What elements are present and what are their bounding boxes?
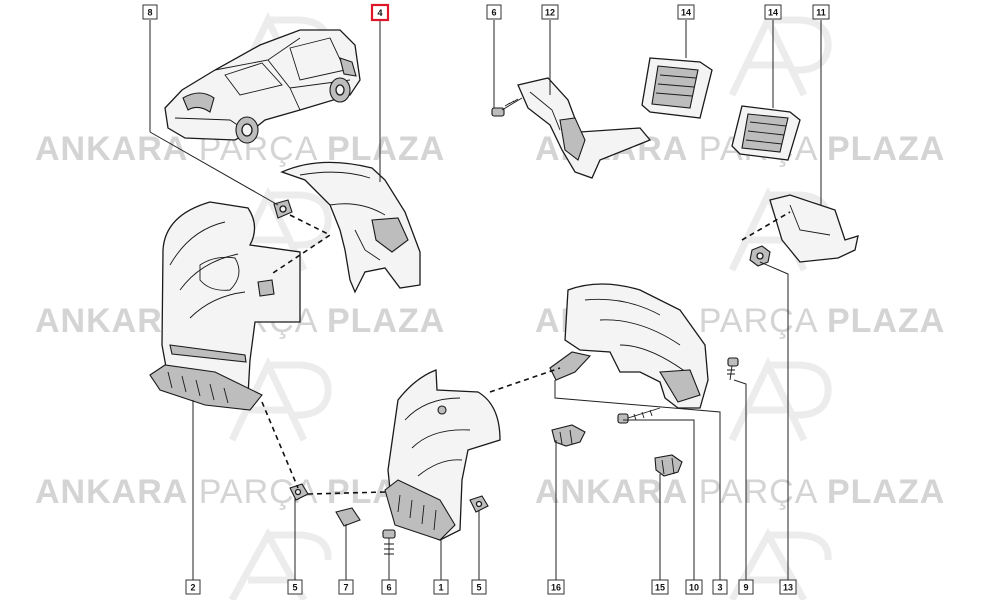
- callout-10: 10: [685, 579, 703, 595]
- part-9-screw: [727, 357, 739, 381]
- svg-text:9: 9: [743, 583, 748, 593]
- part-4-upper-liner: [280, 161, 421, 294]
- part-7-clip: [335, 507, 361, 527]
- part-5-rivet-right: [469, 495, 489, 513]
- watermark-row-1-right: ANKARA PARÇA PLAZA: [535, 130, 945, 168]
- part-3-right-liner: [549, 283, 709, 409]
- svg-text:6: 6: [491, 8, 496, 18]
- svg-text:10: 10: [689, 583, 699, 593]
- car-illustration: [164, 29, 361, 144]
- svg-text:3: 3: [717, 583, 722, 593]
- callout-14-b: 14: [764, 4, 782, 20]
- svg-text:14: 14: [681, 8, 691, 18]
- svg-text:11: 11: [816, 8, 826, 18]
- fasteners: [273, 97, 771, 562]
- callout-2: 2: [185, 579, 201, 595]
- svg-text:16: 16: [551, 583, 561, 593]
- part-13-nut: [749, 245, 771, 267]
- part-6-screw-bottom: [382, 529, 396, 562]
- svg-text:8: 8: [147, 8, 152, 18]
- part-6-screw-top: [491, 97, 523, 117]
- svg-text:12: 12: [545, 8, 555, 18]
- callout-4: 4: [370, 3, 390, 22]
- callout-6-top: 6: [486, 4, 502, 20]
- part-11-small-bracket: [769, 194, 859, 263]
- leader-lines: [149, 20, 822, 580]
- callout-1: 1: [433, 579, 449, 595]
- svg-text:5: 5: [292, 583, 297, 593]
- svg-text:1: 1: [438, 583, 443, 593]
- svg-text:5: 5: [476, 583, 481, 593]
- svg-text:7: 7: [343, 583, 348, 593]
- callout-15: 15: [651, 579, 669, 595]
- svg-text:14: 14: [768, 8, 778, 18]
- part-10-screw: [617, 407, 661, 424]
- watermark-row-1-left: ANKARA PARÇA PLAZA: [35, 130, 445, 168]
- svg-text:6: 6: [386, 583, 391, 593]
- callout-6-bottom: 6: [381, 579, 397, 595]
- part-16-clip: [551, 424, 586, 447]
- part-1-lower-liner: [384, 369, 501, 541]
- callouts: 8 4 6 12 14 14 11 2 5 7 6 1 5 16 15 10 3…: [142, 3, 830, 595]
- callout-12: 12: [541, 4, 559, 20]
- svg-text:15: 15: [655, 583, 665, 593]
- callout-8: 8: [142, 4, 158, 20]
- part-14-grille-a: [641, 57, 713, 119]
- part-5-rivet-left: [289, 483, 309, 501]
- callout-5-right: 5: [471, 579, 487, 595]
- callout-16: 16: [547, 579, 565, 595]
- part-14-grille-b: [731, 105, 801, 161]
- svg-text:13: 13: [783, 583, 793, 593]
- callout-14-a: 14: [677, 4, 695, 20]
- callout-11: 11: [812, 4, 830, 20]
- callout-9: 9: [738, 579, 754, 595]
- part-15-clip: [654, 454, 683, 477]
- part-8-clip-nut: [273, 199, 293, 219]
- callout-3: 3: [712, 579, 728, 595]
- part-12-bracket: [517, 77, 652, 179]
- callout-5-left: 5: [287, 579, 303, 595]
- watermark-row-3-right: ANKARA PARÇA PLAZA: [535, 473, 945, 511]
- part-2-wheel-arch-liner: [149, 201, 301, 411]
- svg-text:2: 2: [190, 583, 195, 593]
- svg-text:4: 4: [377, 8, 382, 18]
- callout-13: 13: [779, 579, 797, 595]
- callout-7: 7: [338, 579, 354, 595]
- assembly-lines: [261, 211, 791, 495]
